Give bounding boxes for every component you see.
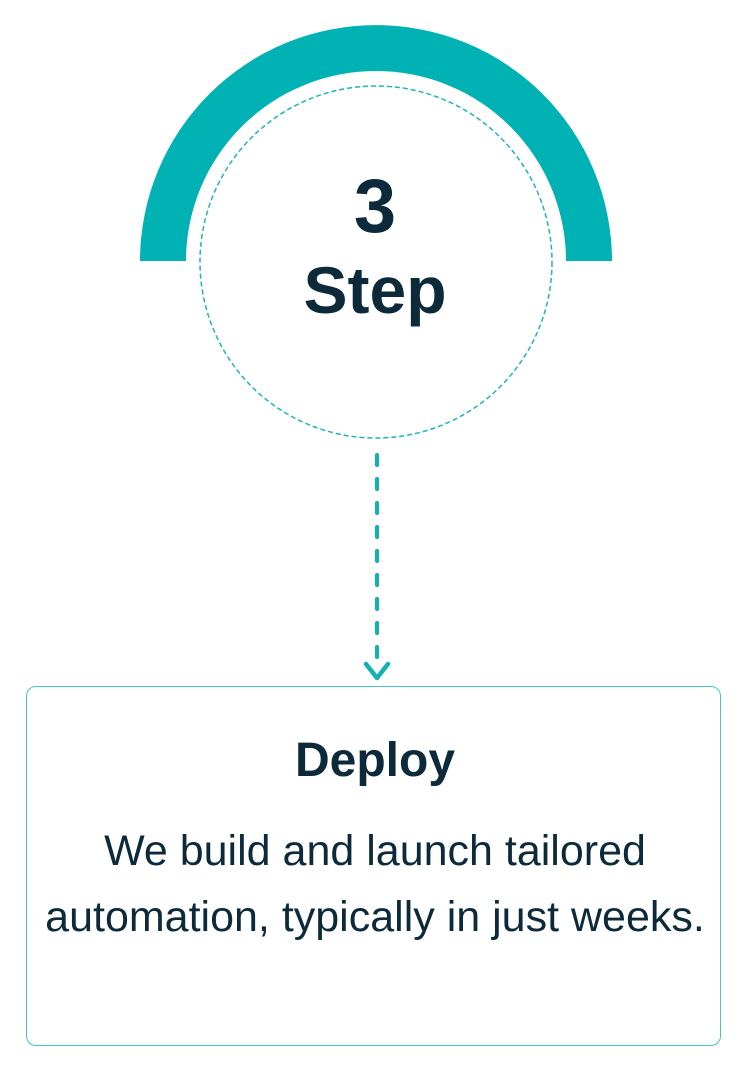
card-title: Deploy (294, 734, 456, 787)
arrow-down-icon (363, 661, 391, 681)
step-label: Step (303, 253, 447, 327)
progress-arc (140, 25, 612, 261)
card-description: We build and launch tailored automation,… (45, 827, 705, 941)
step-card (26, 686, 721, 1046)
dashed-circle (199, 85, 553, 439)
step-graphic (140, 25, 612, 681)
step-number: 3 (353, 164, 397, 249)
